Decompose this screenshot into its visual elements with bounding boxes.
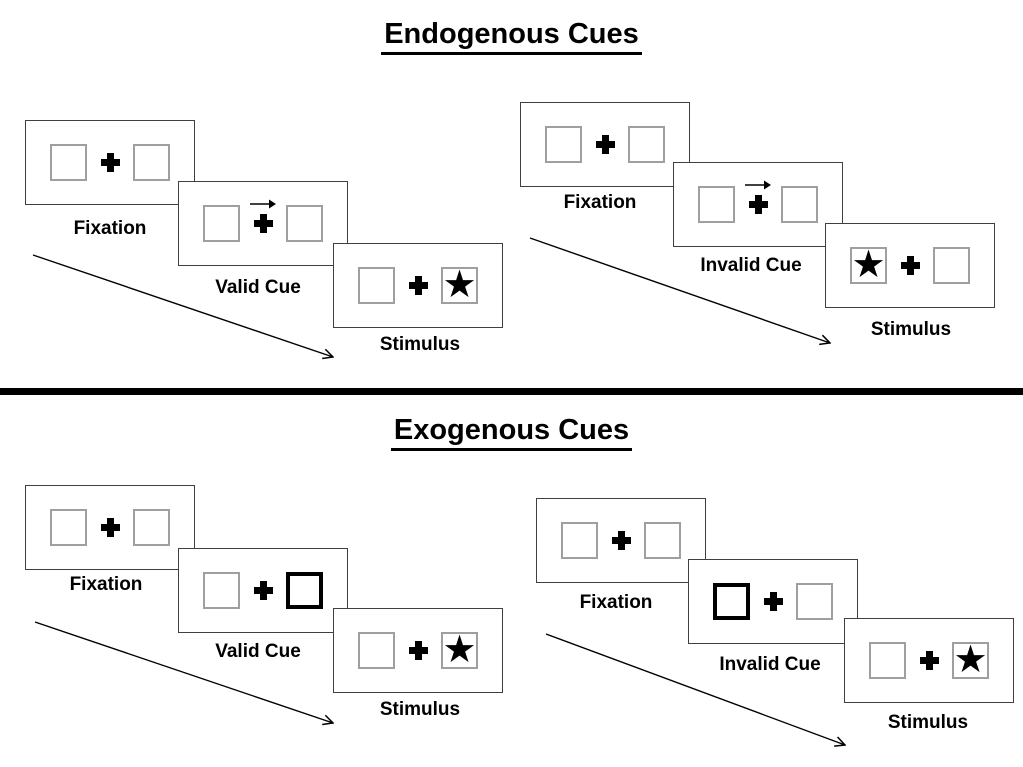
frame-label: Stimulus <box>379 699 461 720</box>
section-title-text: Exogenous Cues <box>390 414 633 452</box>
fixation-cross-icon <box>408 276 428 295</box>
frame-label: Stimulus <box>887 712 969 733</box>
frame-label: Fixation <box>563 192 637 213</box>
fixation-cross-icon <box>253 214 273 233</box>
left-placeholder-box <box>358 267 395 304</box>
frame-label: Fixation <box>73 218 147 239</box>
right-placeholder-box: ★ <box>952 636 989 681</box>
cue-panel <box>688 559 858 644</box>
left-placeholder-box <box>203 205 240 242</box>
target-star-icon: ★ <box>953 636 988 681</box>
left-placeholder-box <box>869 642 906 679</box>
right-placeholder-box <box>796 583 833 620</box>
fixation-cross-icon <box>919 651 939 670</box>
section-title-exogenous: Exogenous Cues <box>0 414 1023 452</box>
frame-label: Invalid Cue <box>719 654 821 675</box>
cue-panel <box>178 548 348 633</box>
left-placeholder-box <box>545 126 582 163</box>
fixation-cross-icon <box>611 531 631 550</box>
cue-arrow-icon <box>745 180 771 190</box>
target-star-icon: ★ <box>851 241 886 286</box>
right-highlighted-cue-box <box>286 572 323 609</box>
fixation-cross-icon <box>763 592 783 611</box>
frame-label: Stimulus <box>379 334 461 355</box>
left-placeholder-box <box>50 509 87 546</box>
left-highlighted-cue-box <box>713 583 750 620</box>
fixation-panel <box>25 485 195 570</box>
right-placeholder-box <box>644 522 681 559</box>
stimulus-panel: ★ <box>844 618 1014 703</box>
frame-label: Valid Cue <box>215 641 301 662</box>
left-placeholder-box <box>50 144 87 181</box>
frame-label: Invalid Cue <box>700 255 802 276</box>
fixation-cross-icon <box>253 581 273 600</box>
section-divider <box>0 388 1023 395</box>
right-placeholder-box <box>781 186 818 223</box>
frame-label: Valid Cue <box>215 277 301 298</box>
right-placeholder-box: ★ <box>441 626 478 671</box>
left-placeholder-box <box>698 186 735 223</box>
right-placeholder-box <box>133 144 170 181</box>
fixation-cross-icon <box>595 135 615 154</box>
right-placeholder-box <box>628 126 665 163</box>
right-placeholder-box <box>286 205 323 242</box>
fixation-cross-icon <box>408 641 428 660</box>
fixation-cross-icon <box>900 256 920 275</box>
frame-label: Fixation <box>579 592 653 613</box>
timeline-arrow-icon <box>529 237 840 353</box>
frame-label: Stimulus <box>870 319 952 340</box>
right-placeholder-box <box>133 509 170 546</box>
fixation-cross-icon <box>748 195 768 214</box>
left-placeholder-box <box>561 522 598 559</box>
stimulus-panel: ★ <box>333 608 503 693</box>
fixation-panel <box>25 120 195 205</box>
cue-panel <box>673 162 843 247</box>
fixation-panel <box>520 102 690 187</box>
left-placeholder-box <box>358 632 395 669</box>
stimulus-panel: ★ <box>333 243 503 328</box>
timeline-arrow-icon <box>34 621 342 731</box>
section-title-text: Endogenous Cues <box>381 18 642 56</box>
fixation-panel <box>536 498 706 583</box>
cue-arrow-icon <box>250 199 276 209</box>
left-placeholder-box <box>203 572 240 609</box>
right-placeholder-box <box>933 247 970 284</box>
left-placeholder-box: ★ <box>850 241 887 286</box>
timeline-arrow-icon <box>545 633 853 753</box>
timeline-arrow-icon <box>32 254 343 366</box>
section-title-endogenous: Endogenous Cues <box>0 18 1023 56</box>
stimulus-panel: ★ <box>825 223 995 308</box>
fixation-cross-icon <box>100 518 120 537</box>
fixation-cross-icon <box>100 153 120 172</box>
target-star-icon: ★ <box>442 626 477 671</box>
frame-label: Fixation <box>69 574 143 595</box>
cue-panel <box>178 181 348 266</box>
right-placeholder-box: ★ <box>441 261 478 306</box>
target-star-icon: ★ <box>442 261 477 306</box>
